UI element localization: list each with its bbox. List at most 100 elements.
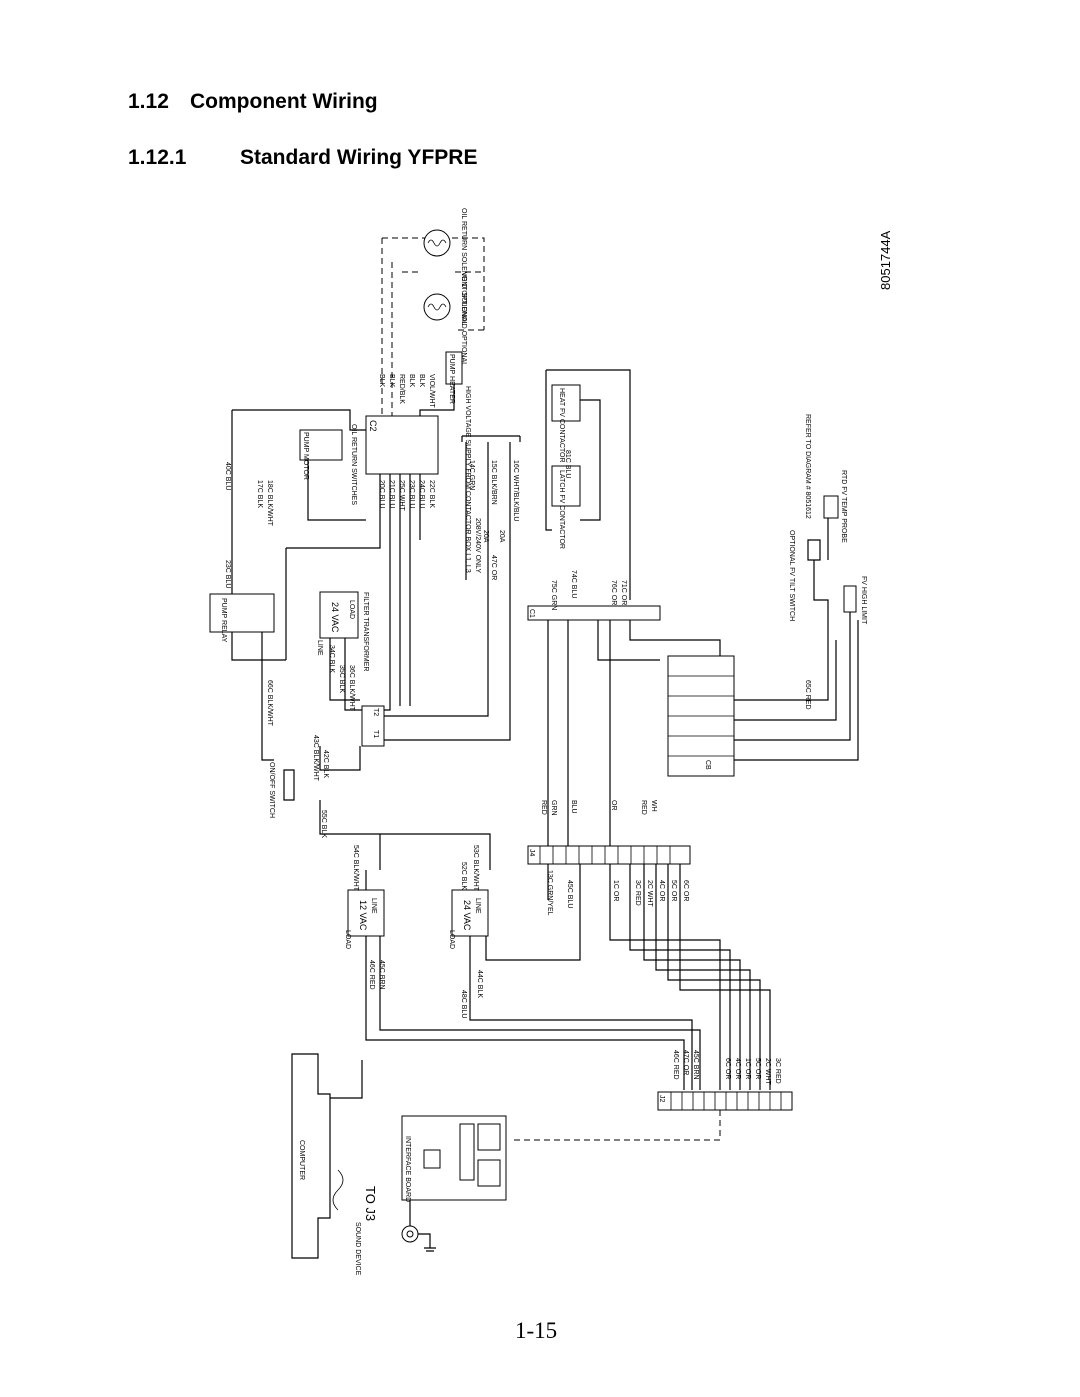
- c2-top-label: RED/BLK: [398, 374, 405, 404]
- subsection-number: 1.12.1: [128, 146, 187, 169]
- interface-j1-socket: [477, 1159, 501, 1187]
- j4-wire-label: BLU: [570, 800, 577, 814]
- cb-dividers: [668, 675, 734, 757]
- wire-81c: 81C BLU: [564, 450, 571, 478]
- wire-75c: 75C GRN: [550, 580, 557, 610]
- wire-34c: 34C BLK: [328, 645, 335, 673]
- fv-high-limit-box: [843, 585, 857, 613]
- pump-heater-label: PUMP HEATER: [448, 354, 455, 404]
- cb-wiring: [734, 620, 859, 761]
- c2-wire-label: 22C BLK: [428, 480, 435, 508]
- j2-wire-label: 6C OR: [724, 1058, 731, 1079]
- j2-wire-label: 45C BRN: [692, 1050, 699, 1080]
- j2-wire-label: 3C RED: [774, 1058, 781, 1084]
- contactor-wiring: [545, 369, 631, 600]
- vent-solenoid-label: VENT SOLENOID OPTIONAL: [460, 272, 467, 366]
- cb-label: CB: [704, 760, 711, 770]
- c2-top-label: BLK: [418, 374, 425, 388]
- section-number: 1.12: [128, 90, 169, 113]
- transformer-12vac-line: LINE: [370, 898, 377, 914]
- fv-tilt-switch-label: OPTIONAL FV TILT SWITCH: [788, 530, 795, 621]
- wire-43c: 43C BLK/WHT: [312, 735, 319, 782]
- filter-transformer-label: FILTER TRANSFORMER: [362, 592, 369, 671]
- wire-40c: 40C BLU: [224, 462, 231, 490]
- fuse-label: 20A: [482, 530, 489, 543]
- heat-contactor-box: [551, 384, 581, 422]
- subsection-title: Standard Wiring YFPRE: [240, 146, 478, 169]
- j2-pins: [670, 1092, 782, 1110]
- latch-contactor-box: [551, 465, 581, 507]
- oil-return-switches-label: OIL RETURN SWITCHES: [350, 424, 357, 505]
- wire-13c: 13C GRN/YEL: [546, 870, 553, 916]
- c2-wire-label: 25C WHT: [398, 480, 405, 511]
- section-heading: 1.12 Component Wiring: [128, 90, 378, 114]
- j4-wire-labels: RED GRN BLU OR RED WH: [540, 800, 657, 816]
- j2-label: J2: [658, 1095, 665, 1103]
- wire-42c: 42C BLK: [322, 750, 329, 778]
- transformer-24vac-wiring: [469, 864, 693, 1090]
- wire-5c: 5C OR: [670, 880, 677, 901]
- c2-connector: [365, 415, 439, 475]
- c2-wire-label: 21C BLU: [388, 480, 395, 508]
- wire-6c: 6C OR: [682, 880, 689, 901]
- transformer-12vac-box: [347, 889, 385, 937]
- c1-label: C1: [528, 609, 535, 618]
- transformer-12vac-load: LOAD: [344, 930, 351, 949]
- only-208-240-label: 208V/240V ONLY: [474, 518, 481, 573]
- wire-47c: 48C BLU: [460, 990, 467, 1018]
- interface-j3-socket: [423, 1149, 441, 1169]
- wire-71c: 71C OR: [620, 580, 627, 605]
- fuse-label: 20A: [498, 530, 505, 543]
- j4-wire-label: RED: [540, 800, 547, 815]
- t-terminal-wiring: [384, 474, 511, 741]
- wire-46c-red: 46C RED: [368, 960, 375, 990]
- wire-66c: 66C BLK/WHT: [266, 680, 273, 727]
- wire-14c: 14C GRN: [468, 460, 475, 490]
- wire-45c-blu: 45C BLU: [566, 880, 573, 908]
- section-title: Component Wiring: [190, 90, 378, 113]
- interface-relay-block: [459, 1123, 475, 1181]
- c1-wiring: [547, 620, 721, 850]
- drawing-number: 8051744A: [878, 230, 893, 290]
- filter-transformer-load: LOAD: [348, 600, 355, 619]
- subsection-heading: 1.12.1 Standard Wiring YFPRE: [128, 146, 477, 170]
- j2-wire-label: 2C WHT: [764, 1058, 771, 1086]
- c2-top-label: BLK: [378, 374, 385, 388]
- latch-contactor-label: LATCH FV CONTACTOR: [558, 470, 565, 549]
- transformer-24vac-line: LINE: [474, 898, 481, 914]
- wire-55c: 55C BLK: [320, 810, 327, 838]
- j2-to-interface-dashed: [510, 1110, 721, 1141]
- wire-53c: 53C BLK/WHT: [472, 845, 479, 892]
- transformer-24vac-label: 24 VAC: [462, 900, 472, 931]
- interface-board-label: INTERFACE BOARD: [404, 1136, 411, 1202]
- right-sensor-wiring: [813, 518, 851, 640]
- j4-wire-label: OR: [610, 800, 617, 811]
- wire-74c: 74C BLU: [570, 570, 577, 598]
- j2-wire-label: 47C OR: [682, 1050, 689, 1075]
- filter-transformer-box: [319, 591, 359, 639]
- rtd-probe-label: RTD FV TEMP PROBE: [840, 470, 847, 543]
- j2-connector: [657, 1091, 793, 1111]
- pump-heater-wire: [419, 384, 455, 540]
- oil-return-coil-symbol: [427, 239, 447, 247]
- on-off-switch-wiring: [319, 746, 491, 870]
- j2-wire-label: 1C OR: [744, 1058, 751, 1079]
- wire-16c: 16C WHT/BLK/BLU: [512, 460, 519, 521]
- heat-contactor-label: HEAT FV CONTACTOR: [558, 388, 565, 463]
- pump-motor-box: [299, 429, 343, 461]
- wire-35c: 35C BLK: [338, 665, 345, 693]
- wire-15c: 15C BLK/BRN: [490, 460, 497, 505]
- computer-ground-wire: [330, 1060, 363, 1099]
- transformer-24vac-load: LOAD: [448, 930, 455, 949]
- wire-65c: 65C RED: [804, 680, 811, 710]
- wire-2c: 2C WHT: [646, 880, 653, 908]
- computer-label: COMPUTER: [298, 1140, 305, 1180]
- filter-transformer-line: LINE: [316, 640, 323, 656]
- sound-device-label: SOUND DEVICE: [354, 1222, 361, 1276]
- high-voltage-label: HIGH VOLTAGE SUPPLY FROM CONTACTOR BOX L…: [464, 386, 471, 573]
- rtd-probe-box: [823, 495, 839, 519]
- j2-wire-label: 4C OR: [734, 1058, 741, 1079]
- c2-top-label: BLK: [388, 374, 395, 388]
- oil-return-solenoid-label: OIL RETURN SOLENOID OPTIONAL: [460, 208, 467, 326]
